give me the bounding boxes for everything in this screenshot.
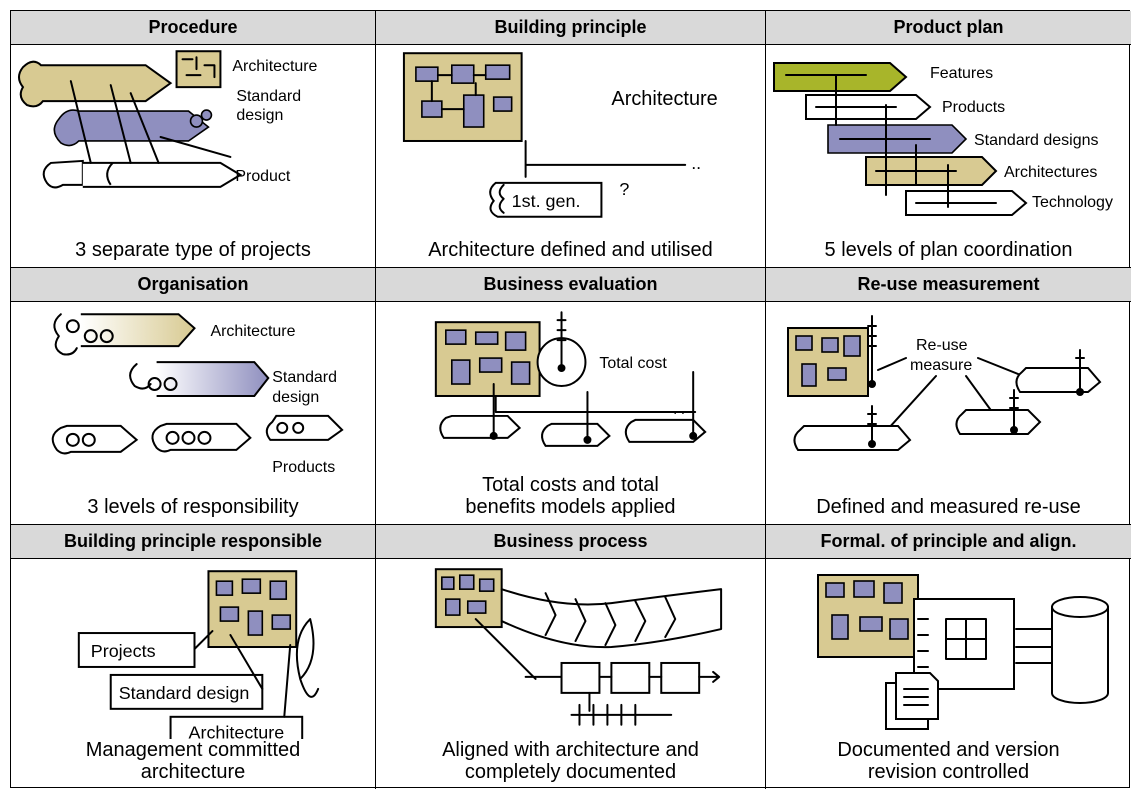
label-architecture: Architecture	[210, 323, 295, 340]
cell-title: Formal. of principle and align.	[766, 525, 1131, 559]
label-measure: measure	[910, 357, 972, 374]
cell-organisation: Organisation Architecture Standard desig…	[11, 268, 376, 525]
cell-title: Building principle responsible	[11, 525, 375, 559]
business-process-sketch	[434, 568, 723, 726]
cell-title: Re-use measurement	[766, 268, 1131, 302]
label-reuse: Re-use	[916, 337, 968, 354]
svg-text:. .: . .	[673, 401, 685, 417]
level-products: Products	[942, 99, 1005, 116]
cell-title: Product plan	[766, 11, 1131, 45]
cell-procedure: Procedure Architecture Standard design P…	[11, 11, 376, 268]
organisation-sketch: Architecture Standard design Products	[51, 313, 344, 476]
product-plan-sketch: Features Products Standard designs Archi…	[773, 62, 1113, 216]
building-principle-responsible-sketch: Projects Standard design Architecture	[77, 570, 320, 739]
procedure-sketch: Architecture Standard design Product	[17, 50, 318, 189]
label-products: Products	[272, 459, 335, 476]
cell-caption: Architecture defined and utilised	[428, 239, 713, 261]
cell-caption: Management committed architecture	[85, 739, 301, 783]
cell-caption: Defined and measured re-use	[816, 496, 1081, 518]
cell-business-process: Business process Aligned with architectu…	[376, 525, 766, 789]
svg-text:..: ..	[691, 153, 701, 173]
cell-formalisation: Formal. of principle and align. Document…	[766, 525, 1131, 789]
cell-building-principle-responsible: Building principle responsible Projects …	[11, 525, 376, 789]
cell-building-principle: Building principle .. 1st. gen. ? Archit…	[376, 11, 766, 268]
business-evaluation-sketch: Total cost . .	[434, 311, 707, 447]
level-standard-designs: Standard designs	[974, 132, 1099, 149]
label-question: ?	[619, 179, 629, 199]
cell-caption: Total costs and total benefits models ap…	[465, 474, 676, 518]
cell-caption: 5 levels of plan coordination	[824, 239, 1073, 261]
cell-product-plan: Product plan Features Products Standard …	[766, 11, 1131, 268]
box-architecture: Architecture	[189, 723, 285, 739]
label-standard: Standard	[236, 88, 301, 105]
cell-reuse-measurement: Re-use measurement Re-use measure Define…	[766, 268, 1131, 525]
cell-title: Business process	[376, 525, 765, 559]
cell-caption: Aligned with architecture and completely…	[442, 739, 699, 783]
label-standard: Standard	[272, 369, 337, 386]
cell-caption: 3 separate type of projects	[75, 239, 311, 261]
box-standard-design: Standard design	[119, 683, 250, 703]
box-projects: Projects	[91, 641, 156, 661]
label-design: design	[272, 389, 319, 406]
cell-caption: 3 levels of responsibility	[87, 496, 299, 518]
label-product: Product	[235, 168, 290, 185]
cell-title: Organisation	[11, 268, 375, 302]
label-architecture: Architecture	[611, 88, 717, 110]
formalisation-sketch	[817, 574, 1109, 730]
level-features: Features	[930, 65, 993, 82]
level-architectures: Architectures	[1004, 164, 1097, 181]
cell-business-evaluation: Business evaluation Total cost . . Total…	[376, 268, 766, 525]
label-total-cost: Total cost	[599, 355, 667, 372]
concept-grid: Procedure Architecture Standard design P…	[10, 10, 1131, 789]
label-architecture: Architecture	[232, 58, 317, 75]
cell-caption: Documented and version revision controll…	[837, 739, 1060, 783]
label-first-gen: 1st. gen.	[512, 191, 581, 211]
cell-title: Building principle	[376, 11, 765, 45]
cell-title: Procedure	[11, 11, 375, 45]
cell-title: Business evaluation	[376, 268, 765, 302]
building-principle-sketch: .. 1st. gen. ? Architecture	[402, 52, 718, 218]
reuse-measurement-sketch: Re-use measure	[787, 315, 1102, 451]
level-technology: Technology	[1032, 194, 1113, 211]
label-design: design	[236, 107, 283, 124]
